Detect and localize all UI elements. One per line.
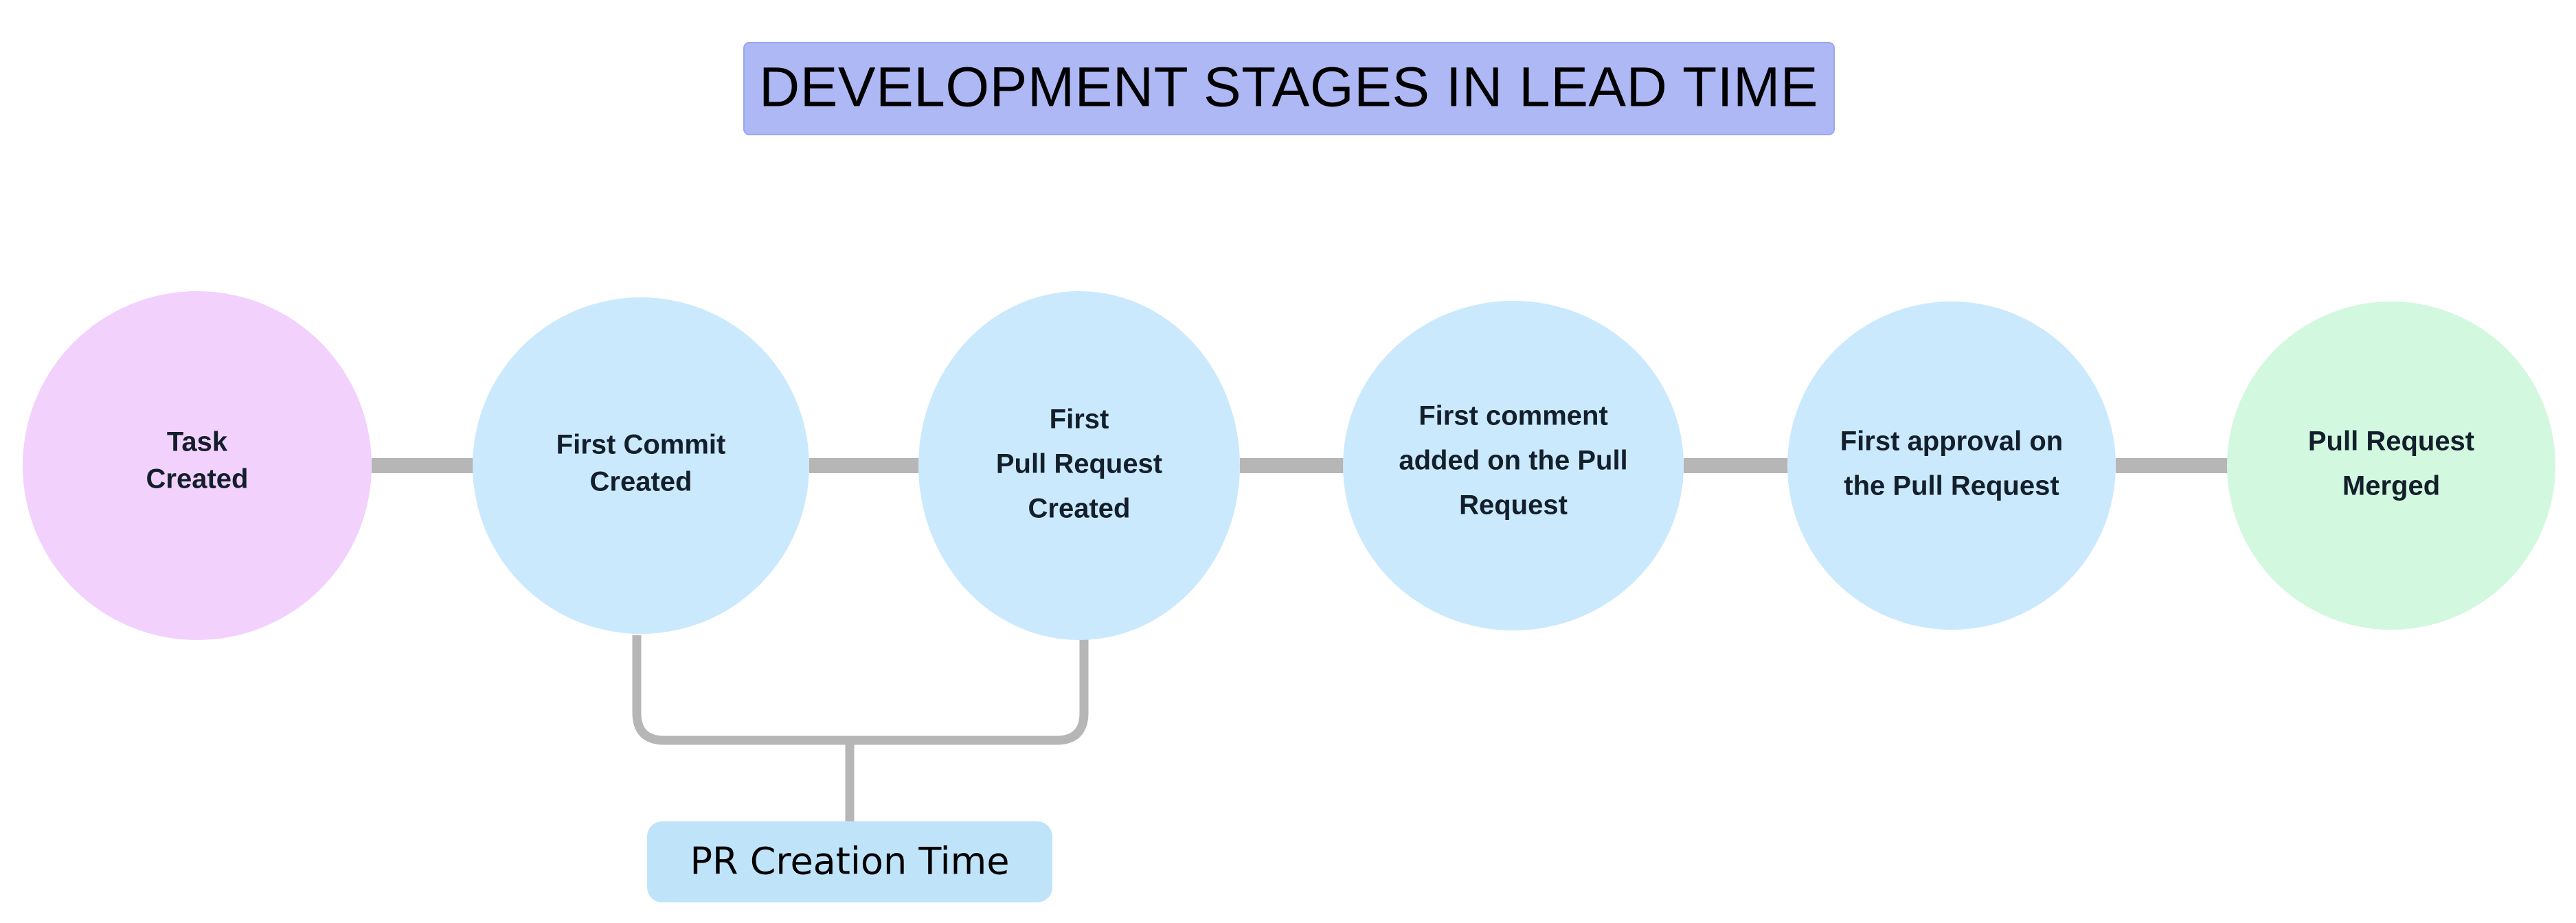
node-first-pull-request-created[interactable]: First Pull Request Created bbox=[918, 291, 1240, 640]
node-first-commit-created[interactable]: First Commit Created bbox=[473, 297, 809, 634]
node-first-approval-label: First approval on bbox=[1840, 426, 2064, 457]
diagram-title: DEVELOPMENT STAGES IN LEAD TIME bbox=[759, 56, 1818, 119]
node-first-approval-shape[interactable] bbox=[1787, 301, 2116, 630]
node-pull-request-merged[interactable]: Pull Request Merged bbox=[2227, 301, 2555, 630]
node-first-comment-added-shape[interactable] bbox=[1343, 301, 1684, 630]
edge-label-background[interactable] bbox=[647, 821, 1052, 902]
node-first-pull-request-created-label: Created bbox=[1028, 494, 1131, 524]
node-pull-request-merged-label: Pull Request bbox=[2308, 426, 2474, 457]
node-task-created[interactable]: Task Created bbox=[23, 291, 372, 640]
node-first-commit-created-label: First Commit bbox=[556, 430, 726, 460]
node-first-pull-request-created-label: Pull Request bbox=[996, 449, 1162, 479]
edge-label-pr-creation-time[interactable]: PR Creation Time bbox=[647, 821, 1052, 902]
bracket-path bbox=[632, 635, 1089, 745]
node-first-pull-request-created-shape[interactable] bbox=[918, 291, 1240, 640]
node-first-comment-added-label: Request bbox=[1459, 490, 1568, 521]
node-first-commit-created-shape[interactable] bbox=[473, 297, 809, 634]
node-task-created-label: Created bbox=[146, 464, 249, 494]
node-task-created-label: Task bbox=[167, 427, 228, 457]
pr-creation-time-bracket bbox=[632, 635, 1089, 821]
title-banner-background bbox=[743, 42, 1835, 135]
node-first-comment-added-label: added on the Pull bbox=[1399, 446, 1627, 476]
node-first-comment-added[interactable]: First comment added on the Pull Request bbox=[1343, 301, 1684, 630]
node-first-commit-created-label: Created bbox=[590, 467, 692, 497]
edge-label-text: PR Creation Time bbox=[690, 840, 1009, 883]
node-first-approval-label: the Pull Request bbox=[1844, 471, 2059, 501]
title-banner: DEVELOPMENT STAGES IN LEAD TIME bbox=[743, 42, 1835, 135]
node-first-pull-request-created-label: First bbox=[1050, 404, 1109, 435]
node-pull-request-merged-shape[interactable] bbox=[2227, 301, 2555, 630]
node-pull-request-merged-label: Merged bbox=[2342, 471, 2440, 501]
node-first-comment-added-label: First comment bbox=[1419, 401, 1608, 431]
node-first-approval[interactable]: First approval on the Pull Request bbox=[1787, 301, 2116, 630]
node-task-created-shape[interactable] bbox=[23, 291, 372, 640]
